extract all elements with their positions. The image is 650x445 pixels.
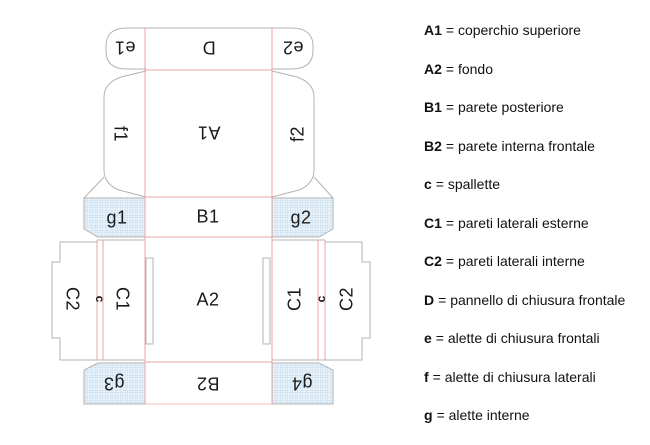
lock-slot-right	[262, 257, 271, 345]
label-g4: g4	[291, 374, 312, 394]
label-f2: f2	[287, 126, 307, 142]
lock-slot-left	[145, 257, 154, 345]
legend-text: = parete interna frontale	[445, 137, 595, 154]
label-c-right: c	[314, 295, 328, 302]
legend-text: = pareti laterali esterne	[445, 214, 589, 231]
cut-notch-left	[83, 176, 105, 199]
dieline-diagram: e1 D e2 f1 A1 f2 g1 B1 g2 C2 c C1 A2 C1 …	[51, 27, 371, 405]
legend-text: = alette di chiusura laterali	[432, 368, 596, 385]
flap-g3-hatch	[84, 363, 145, 404]
panel-c1-right-edges	[272, 239, 325, 361]
legend-key: c	[424, 176, 432, 193]
flap-g1-hatch	[84, 198, 145, 237]
legend-item-a2: A2= fondo	[424, 50, 648, 89]
legend-text: = spallette	[435, 176, 501, 193]
label-a2: A2	[196, 289, 219, 309]
panel-c2-left-outline	[51, 241, 97, 361]
legend-item-g: g= alette interne	[424, 396, 648, 435]
label-e1: e1	[114, 38, 135, 58]
legend-key: f	[424, 368, 429, 385]
legend-key: e	[424, 330, 432, 347]
label-c1-right: C1	[284, 287, 304, 311]
label-a1: A1	[197, 123, 220, 143]
label-b1: B1	[196, 206, 219, 226]
legend-text: = pareti laterali interne	[445, 253, 585, 270]
legend-key: A1	[424, 22, 442, 39]
legend-key: g	[424, 407, 433, 424]
legend-key: D	[424, 291, 435, 308]
legend-text: = pannello di chiusura frontale	[438, 291, 626, 308]
flap-g3-outline	[83, 362, 145, 405]
legend-text: = parete posteriore	[445, 99, 564, 116]
legend-item-d: D= pannello di chiusura frontale	[424, 281, 648, 320]
flap-g4-outline	[272, 362, 334, 405]
flap-e2-outline	[272, 27, 314, 70]
flap-g2-hatch	[272, 198, 333, 237]
legend-item-c2: C2= pareti laterali interne	[424, 242, 648, 281]
flap-g2-outline	[272, 197, 334, 238]
panel-c1-left-edges	[97, 239, 145, 361]
label-c2-left: C2	[63, 287, 83, 311]
legend: A1= coperchio superiore A2= fondo B1= pa…	[424, 11, 648, 435]
legend-item-c: c= spallette	[424, 165, 648, 204]
legend-item-f: f= alette di chiusura laterali	[424, 358, 648, 397]
legend-item-e: e= alette di chiusura frontali	[424, 319, 648, 358]
label-e2: e2	[282, 38, 303, 58]
label-c2-right: C2	[336, 287, 356, 311]
flap-f1-outline	[103, 70, 147, 198]
legend-text: = alette interne	[436, 407, 530, 424]
panel-labels: e1 D e2 f1 A1 f2 g1 B1 g2 C2 c C1 A2 C1 …	[63, 38, 357, 394]
legend-item-c1: C1= pareti laterali esterne	[424, 204, 648, 243]
label-b2: B2	[196, 374, 219, 394]
label-g3: g3	[103, 374, 124, 394]
label-c-left: c	[93, 296, 107, 303]
fold-lines	[96, 28, 326, 405]
legend-text: = coperchio superiore	[445, 22, 581, 39]
legend-key: B1	[424, 99, 442, 116]
legend-item-b2: B2= parete interna frontale	[424, 127, 648, 166]
flap-g1-outline	[83, 197, 145, 238]
flap-g4-hatch	[272, 363, 333, 404]
panel-c2-right-outline	[325, 241, 371, 361]
legend-key: B2	[424, 137, 442, 154]
flap-e1-outline	[105, 27, 146, 70]
label-g2: g2	[290, 207, 311, 227]
label-f1: f1	[111, 126, 131, 142]
cut-notch-right	[313, 176, 334, 199]
label-c1-left: C1	[113, 287, 133, 311]
flap-f2-outline	[271, 70, 315, 198]
legend-item-a1: A1= coperchio superiore	[424, 11, 648, 50]
label-d: D	[202, 38, 216, 58]
legend-key: C1	[424, 214, 442, 231]
legend-key: C2	[424, 253, 442, 270]
cut-lines	[51, 27, 371, 405]
legend-item-b1: B1= parete posteriore	[424, 88, 648, 127]
hatched-flaps	[84, 198, 333, 404]
legend-text: = fondo	[445, 60, 494, 77]
legend-text: = alette di chiusura frontali	[435, 330, 600, 347]
label-g1: g1	[106, 207, 127, 227]
legend-key: A2	[424, 60, 442, 77]
